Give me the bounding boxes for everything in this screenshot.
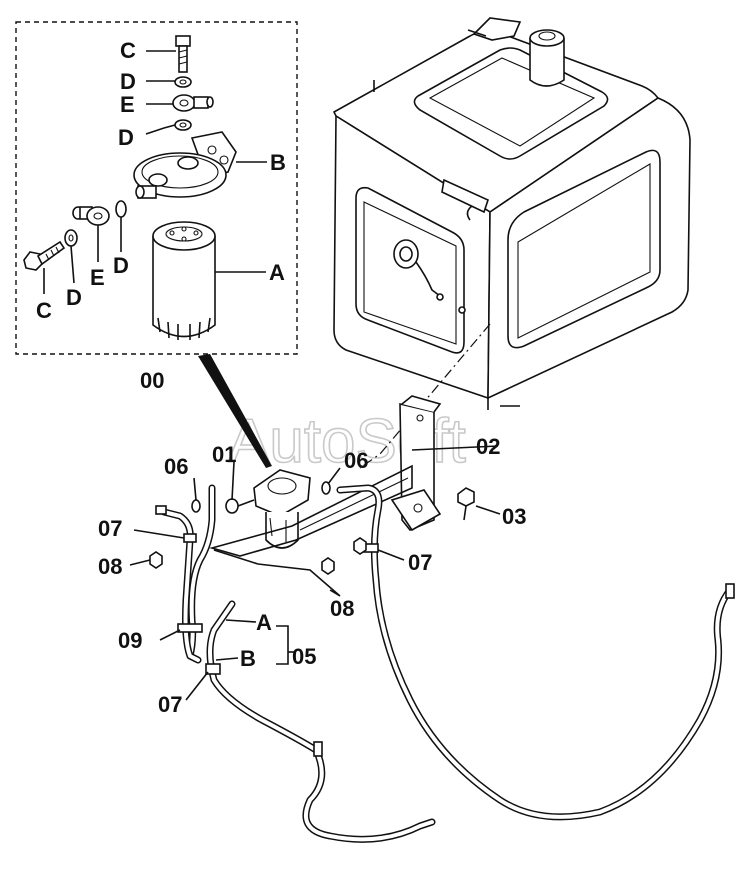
- clamp-07-left: [183, 533, 197, 543]
- bolt-03: [457, 487, 501, 521]
- eye-joint-e-left: [72, 206, 110, 226]
- label-b: B: [270, 150, 286, 175]
- filter-cartridge-a: [152, 221, 216, 340]
- eye-joint-e-top: [172, 94, 214, 112]
- label-d-top2: D: [118, 125, 134, 150]
- inset-exploded-view: C D E D B A C D E D: [15, 21, 298, 355]
- fuel-tank: [332, 17, 691, 410]
- washer-d-left2: [115, 200, 127, 218]
- callout-07-left: 07: [98, 516, 122, 541]
- washer-d-left: [64, 229, 78, 247]
- label-d-left2: D: [113, 253, 129, 278]
- label-c-left: C: [36, 298, 52, 323]
- callout-09: 09: [118, 628, 142, 653]
- clamp-07-bottom: [205, 663, 221, 675]
- callout-07-right: 07: [408, 550, 432, 575]
- filter-head-b: [133, 131, 237, 199]
- bolt-08-upper: [353, 537, 367, 555]
- callout-02: 02: [476, 434, 500, 459]
- washer-06-right: [321, 481, 331, 495]
- bolt-08-right: [321, 557, 335, 575]
- fuel-level-gauge: [393, 239, 466, 314]
- label-d-top: D: [120, 69, 136, 94]
- bolt-c-top: [175, 35, 191, 73]
- fuel-hoses: [155, 484, 735, 843]
- callout-03: 03: [502, 504, 526, 529]
- label-e-left: E: [90, 265, 105, 290]
- callout-08-right: 08: [330, 596, 354, 621]
- callout-07-bottom: 07: [158, 692, 182, 717]
- washer-06-left: [191, 499, 201, 513]
- label-c-top: C: [120, 38, 136, 63]
- label-e-top: E: [120, 92, 135, 117]
- bolt-08-left: [149, 551, 163, 569]
- callout-06-right: 06: [344, 448, 368, 473]
- fuel-filter-assembly-01: [225, 469, 311, 549]
- callout-05-b: B: [240, 646, 256, 671]
- filler-neck: [529, 29, 565, 87]
- washer-d-top2: [174, 119, 192, 131]
- mounting-bracket-02: [390, 395, 442, 532]
- inset-pointer: [198, 354, 272, 468]
- washer-d-top: [174, 76, 192, 88]
- callout-06-left: 06: [164, 454, 188, 479]
- callout-00: 00: [140, 368, 164, 393]
- callout-08-left: 08: [98, 554, 122, 579]
- bolt-c-left: [23, 240, 66, 271]
- callout-01: 01: [212, 442, 236, 467]
- callout-05-a: A: [256, 610, 272, 635]
- callout-05: 05: [292, 644, 316, 669]
- label-d-left: D: [66, 285, 82, 310]
- label-a: A: [269, 260, 285, 285]
- clamp-09: [177, 623, 203, 633]
